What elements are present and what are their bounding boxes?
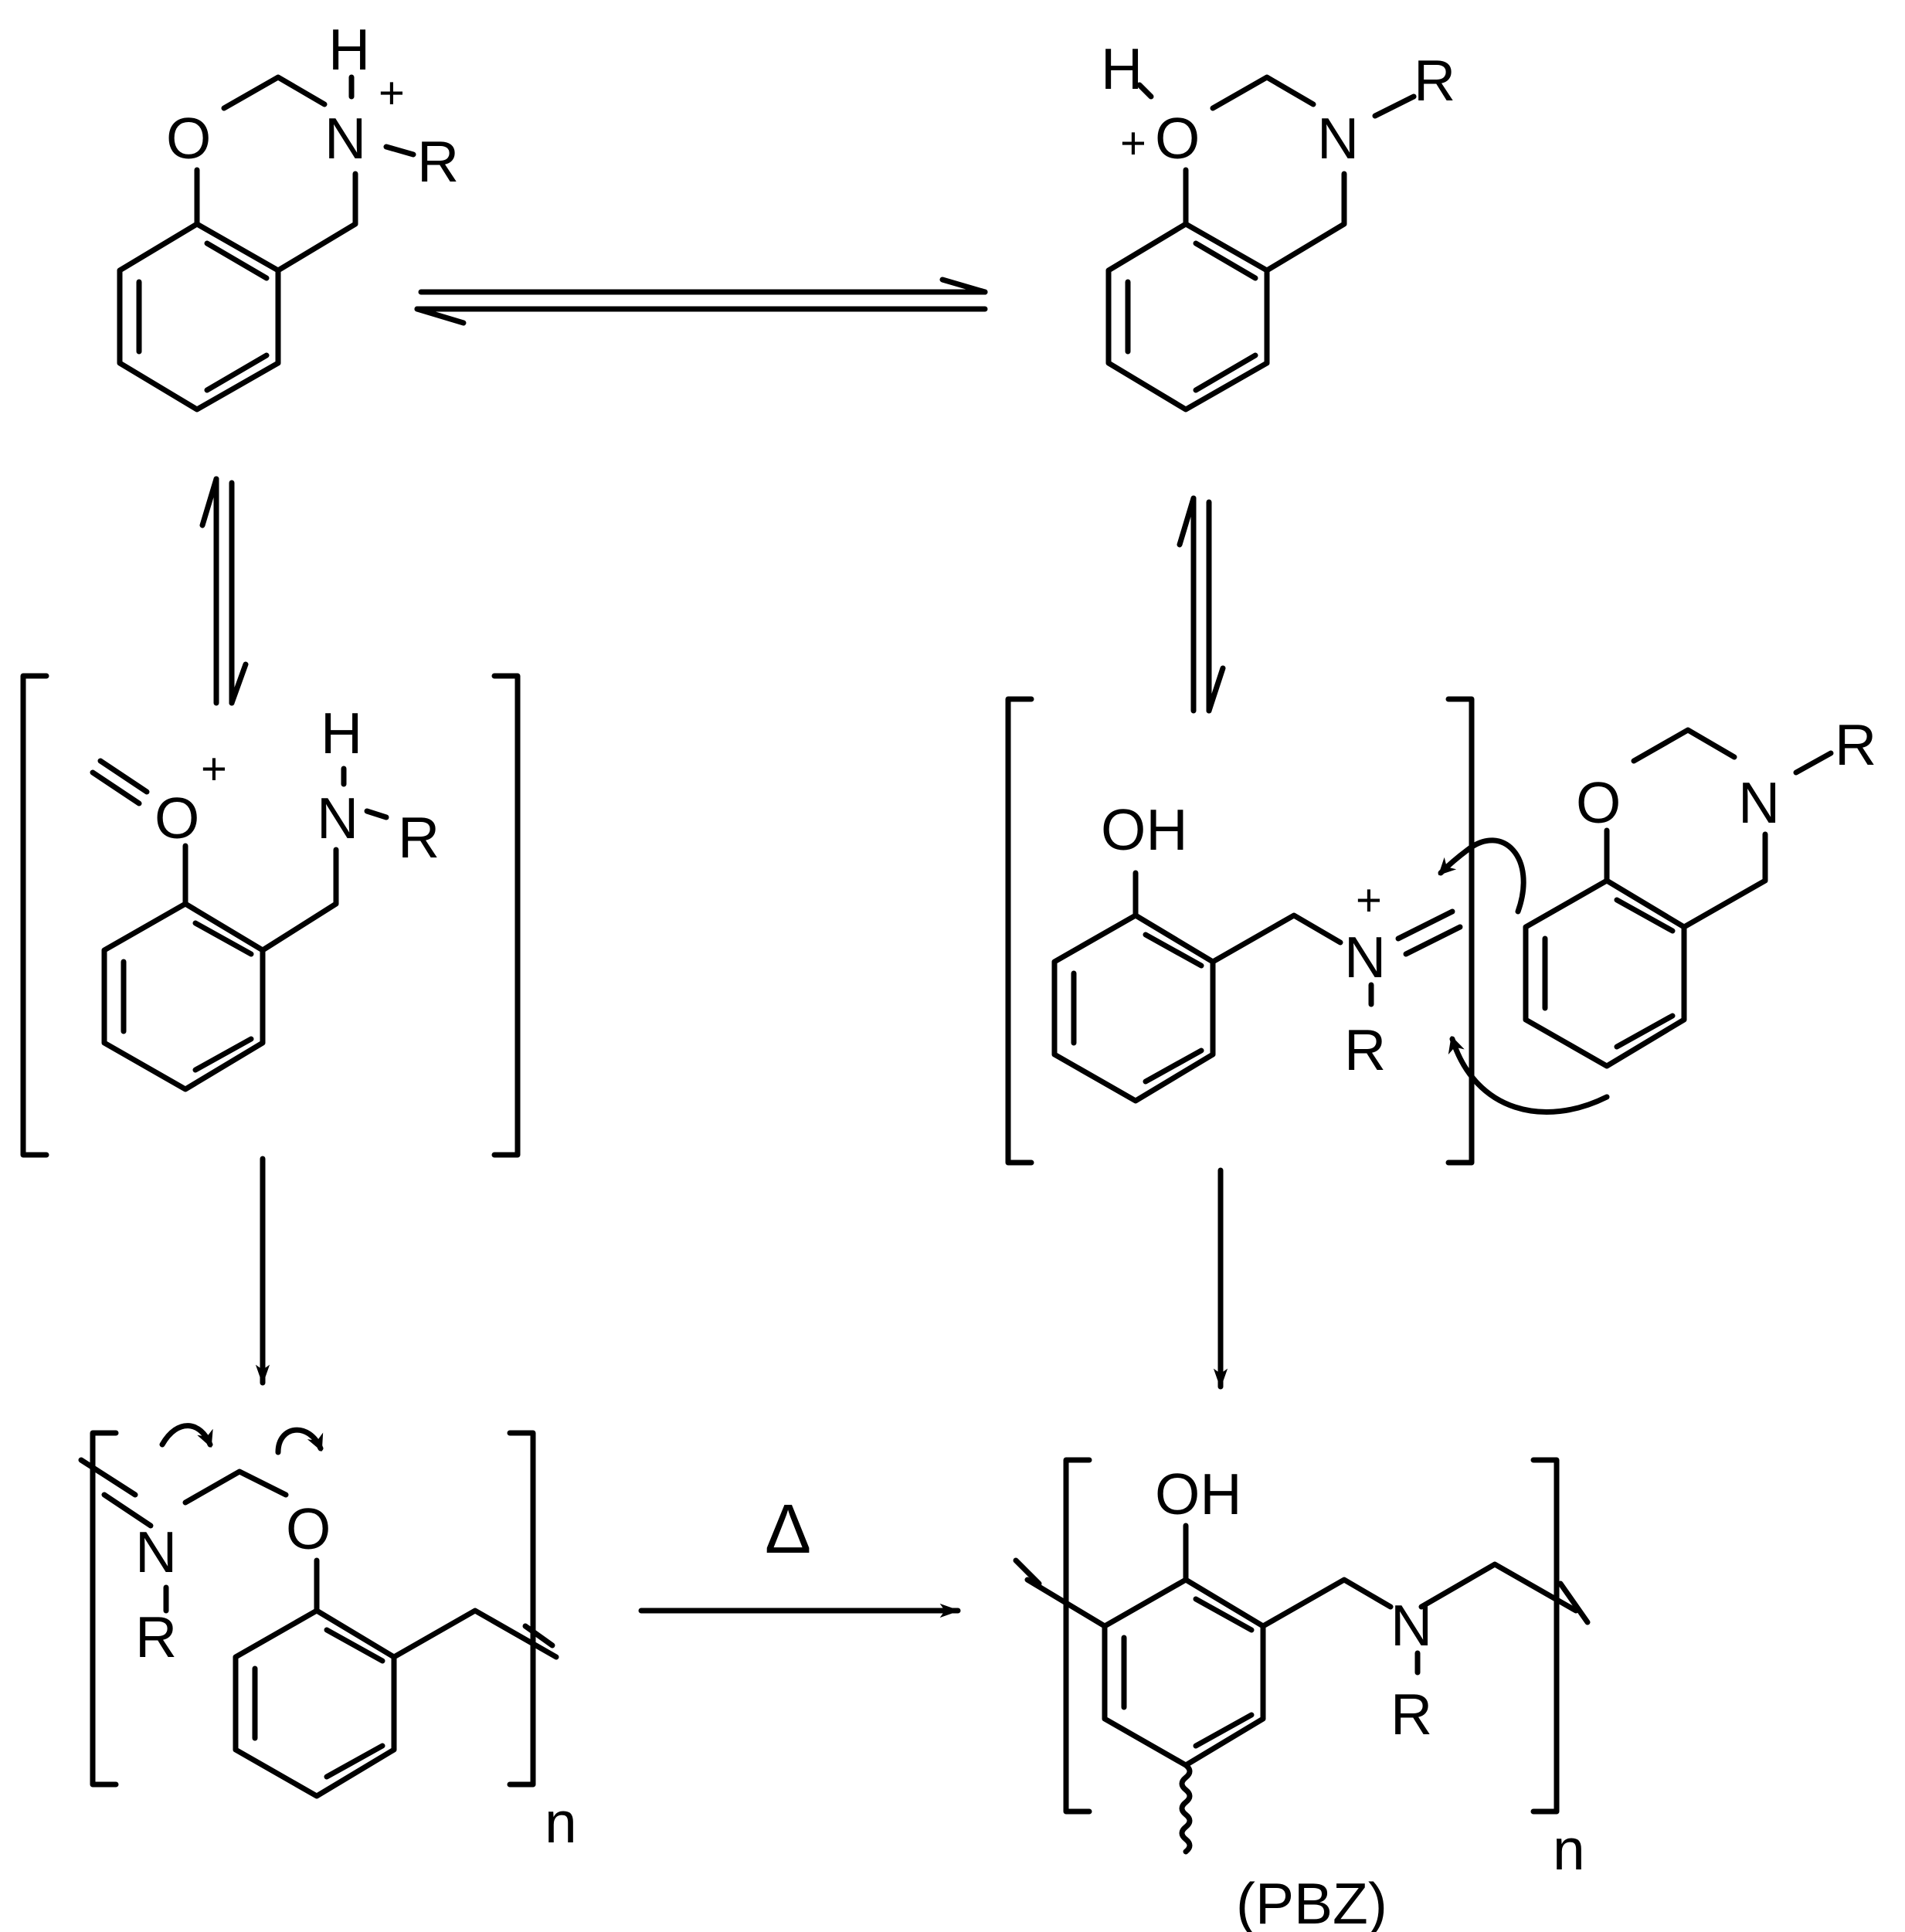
atom-n: N bbox=[317, 786, 358, 851]
attacking-benzoxazine bbox=[1523, 727, 1834, 1069]
atom-o: O bbox=[286, 1496, 331, 1561]
atom-n: N bbox=[1738, 770, 1780, 835]
protonated-amine-benzoxazine bbox=[117, 74, 416, 413]
atom-o: O bbox=[1576, 770, 1621, 835]
repeat-index: n bbox=[545, 1790, 577, 1855]
charge-plus: + bbox=[1120, 118, 1146, 168]
pbz-repeat-unit bbox=[1024, 1457, 1579, 1855]
curved-arrow-n-shift bbox=[159, 1423, 213, 1448]
chain-end-left bbox=[78, 1457, 138, 1498]
equilibrium-arrow-left bbox=[199, 476, 249, 706]
protonated-oxygen-benzoxazine bbox=[1105, 74, 1417, 413]
oxocarbenium-intermediate bbox=[20, 673, 521, 1158]
equilibrium-arrow-top bbox=[414, 277, 988, 326]
atom-r: R bbox=[417, 129, 459, 194]
charge-plus: + bbox=[1356, 875, 1382, 925]
heat-symbol: Δ bbox=[765, 1491, 811, 1568]
equilibrium-arrow-right bbox=[1177, 495, 1226, 714]
atom-h: H bbox=[321, 701, 362, 766]
chain-end-left bbox=[1013, 1557, 1042, 1587]
atom-o: O bbox=[166, 106, 211, 171]
curved-arrow-o-attack bbox=[1438, 837, 1526, 915]
atom-h: H bbox=[328, 17, 370, 82]
polyether-repeat-unit bbox=[90, 1430, 559, 1799]
atom-o: O bbox=[155, 786, 199, 851]
atom-n: N bbox=[1344, 925, 1386, 990]
polymer-name: (PBZ) bbox=[1236, 1871, 1387, 1932]
atom-h: H bbox=[1101, 36, 1143, 101]
charge-plus: + bbox=[201, 744, 227, 794]
atom-r: R bbox=[1391, 1682, 1432, 1747]
atom-n: N bbox=[324, 106, 366, 171]
chain-end-right bbox=[522, 1623, 555, 1648]
atom-n: N bbox=[1317, 106, 1359, 171]
atom-r: R bbox=[1835, 712, 1876, 777]
atom-r: R bbox=[1414, 48, 1455, 113]
atom-r: R bbox=[135, 1604, 177, 1669]
atom-o: O bbox=[1155, 106, 1200, 171]
curved-arrow-o-shift bbox=[275, 1427, 324, 1455]
hydroxyl-group: OH bbox=[1155, 1462, 1242, 1526]
charge-plus: + bbox=[379, 68, 405, 118]
atom-r: R bbox=[398, 805, 440, 870]
repeat-index: n bbox=[1553, 1817, 1585, 1882]
atom-n: N bbox=[1391, 1593, 1432, 1658]
hydroxyl-group: OH bbox=[1101, 797, 1188, 862]
curved-arrow-ring-attack bbox=[1448, 1035, 1610, 1115]
chain-end-right bbox=[1557, 1581, 1591, 1625]
atom-r: R bbox=[1344, 1017, 1386, 1082]
iminium-intermediate bbox=[1005, 696, 1475, 1166]
atom-n: N bbox=[135, 1519, 177, 1584]
